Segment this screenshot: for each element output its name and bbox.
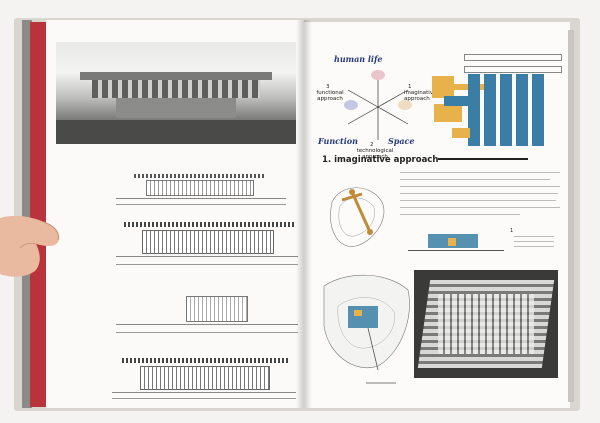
elevation-drawing-2 xyxy=(116,212,298,265)
program-flowchart xyxy=(424,48,564,166)
elevation-drawing-4 xyxy=(112,350,296,399)
right-page: human life 3 functional approach 1 imagi… xyxy=(304,22,570,408)
photo-caption xyxy=(366,382,396,384)
technological-approach-label: technological approach xyxy=(356,148,394,160)
function-label: Function xyxy=(318,136,358,146)
building-photo xyxy=(56,42,296,144)
model-photo xyxy=(414,270,558,378)
elevation-drawing-3 xyxy=(116,286,298,333)
body-text xyxy=(400,170,560,222)
num-imaginative: 1 xyxy=(408,84,412,90)
elevation-drawing-1 xyxy=(116,168,286,205)
legend: 1 xyxy=(510,228,564,248)
functional-approach-label: functional approach xyxy=(316,90,344,102)
space-label: Space xyxy=(388,136,415,146)
section-heading: 1. imaginative approach xyxy=(322,155,439,165)
page-edges xyxy=(568,30,574,402)
num-functional: 3 xyxy=(326,84,330,90)
book-spine xyxy=(30,22,48,407)
imaginative-approach-label: imaginative approach xyxy=(404,90,437,102)
legend-number: 1 xyxy=(510,228,514,234)
hand xyxy=(0,215,60,277)
section-heading-wrap: 1. imaginative approach xyxy=(322,155,438,165)
approach-diagram: human life 3 functional approach 1 imagi… xyxy=(316,50,436,162)
left-page xyxy=(46,20,304,408)
num-technological: 2 xyxy=(370,142,374,148)
human-life-label: human life xyxy=(334,54,383,64)
node-left xyxy=(344,100,358,110)
gutter xyxy=(296,20,312,408)
site-plan xyxy=(318,266,416,376)
node-right xyxy=(398,100,412,110)
book-cover-edge xyxy=(22,20,32,408)
diagram-spokes xyxy=(347,74,409,140)
node-top xyxy=(371,70,385,80)
site-sketch xyxy=(322,172,394,260)
section-drawing xyxy=(408,222,504,262)
